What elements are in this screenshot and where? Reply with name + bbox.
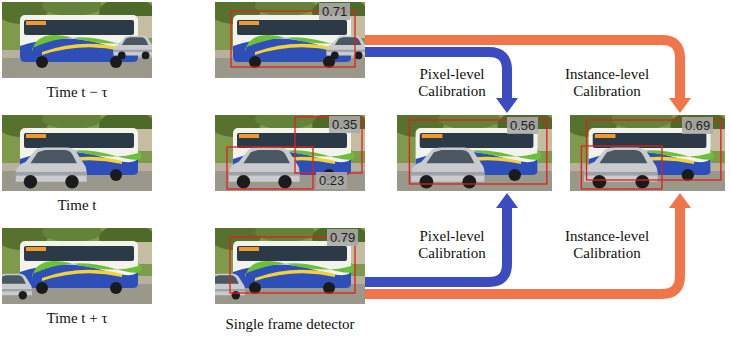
arrow-shaft	[365, 208, 680, 294]
image-frame: 0.79	[215, 228, 365, 304]
image-frame: 0.71	[215, 2, 365, 78]
edge-label: Instance-level Calibration	[555, 228, 659, 262]
arrow-head	[669, 193, 691, 208]
calibration-arrow	[365, 40, 691, 113]
image-frame: 0.69	[570, 115, 725, 191]
image-frame: Time t	[2, 115, 152, 191]
score-tag: 0.23	[316, 172, 347, 189]
edge-label: Instance-level Calibration	[555, 66, 659, 100]
time-caption: Time t + τ	[46, 310, 107, 327]
calibration-arrow	[365, 193, 518, 282]
score-tag: 0.35	[329, 116, 360, 133]
arrow-shaft	[365, 208, 507, 282]
image-frame: Time t − τ	[2, 2, 152, 78]
edge-label: Pixel-level Calibration	[408, 228, 496, 262]
image-frame: Time t + τ	[2, 228, 152, 304]
arrow-head	[669, 98, 691, 113]
score-tag: 0.79	[327, 229, 358, 246]
calibration-arrow	[365, 52, 518, 113]
arrow-head	[496, 98, 518, 113]
score-tag: 0.56	[507, 117, 538, 134]
score-tag: 0.69	[682, 117, 713, 134]
arrow-head	[496, 193, 518, 208]
image-frame: 0.56	[397, 115, 552, 191]
time-caption: Time t	[57, 197, 96, 214]
image-frame: 0.35 0.23	[215, 115, 365, 191]
time-caption: Time t − τ	[46, 84, 107, 101]
calibration-arrow	[365, 193, 691, 294]
column-caption: Single frame detector	[225, 316, 354, 333]
edge-label: Pixel-level Calibration	[408, 66, 496, 100]
score-tag: 0.71	[319, 3, 350, 20]
